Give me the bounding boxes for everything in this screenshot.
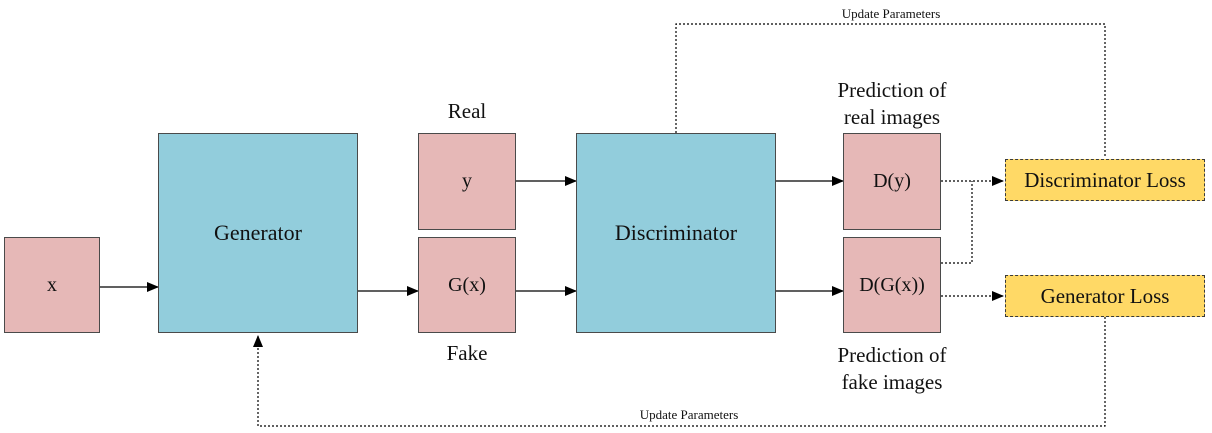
- discriminator-label: Discriminator: [614, 220, 738, 245]
- update-parameters-bottom-label: Update Parameters: [639, 407, 739, 422]
- input-x-label: x: [47, 273, 57, 296]
- dgx-label: D(G(x)): [859, 273, 925, 296]
- generator-loss-box: Generator Loss: [1005, 275, 1205, 317]
- real-caption: Real: [447, 99, 487, 123]
- generator-label: Generator: [214, 220, 302, 245]
- generator-loss-label: Generator Loss: [1040, 283, 1170, 308]
- prediction-real-line2: real images: [843, 105, 941, 129]
- prediction-fake-line1: Prediction of: [837, 343, 947, 367]
- fake-caption: Fake: [446, 341, 488, 365]
- prediction-fake-line2: fake images: [841, 370, 943, 394]
- discriminator-loss-label: Discriminator Loss: [1024, 167, 1186, 192]
- input-x-box: x: [4, 237, 100, 333]
- fake-gx-label: G(x): [448, 273, 486, 296]
- discriminator-box: Discriminator: [576, 133, 776, 333]
- dgx-box: D(G(x)): [843, 237, 941, 333]
- prediction-fake-caption: Prediction of fake images: [792, 342, 992, 396]
- dy-label: D(y): [873, 170, 911, 192]
- dotted-dgx-to-disc-loss: [941, 181, 973, 264]
- update-parameters-top-label: Update Parameters: [841, 6, 941, 21]
- prediction-real-line1: Prediction of: [837, 78, 947, 102]
- generator-box: Generator: [158, 133, 358, 333]
- discriminator-loss-box: Discriminator Loss: [1005, 159, 1205, 201]
- dy-box: D(y): [843, 133, 941, 230]
- dotted-update-top: [675, 23, 1106, 158]
- real-y-label: y: [462, 170, 472, 192]
- prediction-real-caption: Prediction of real images: [792, 77, 992, 131]
- real-y-box: y: [418, 133, 516, 230]
- dotted-update-bottom: [253, 317, 1106, 427]
- fake-gx-box: G(x): [418, 237, 516, 333]
